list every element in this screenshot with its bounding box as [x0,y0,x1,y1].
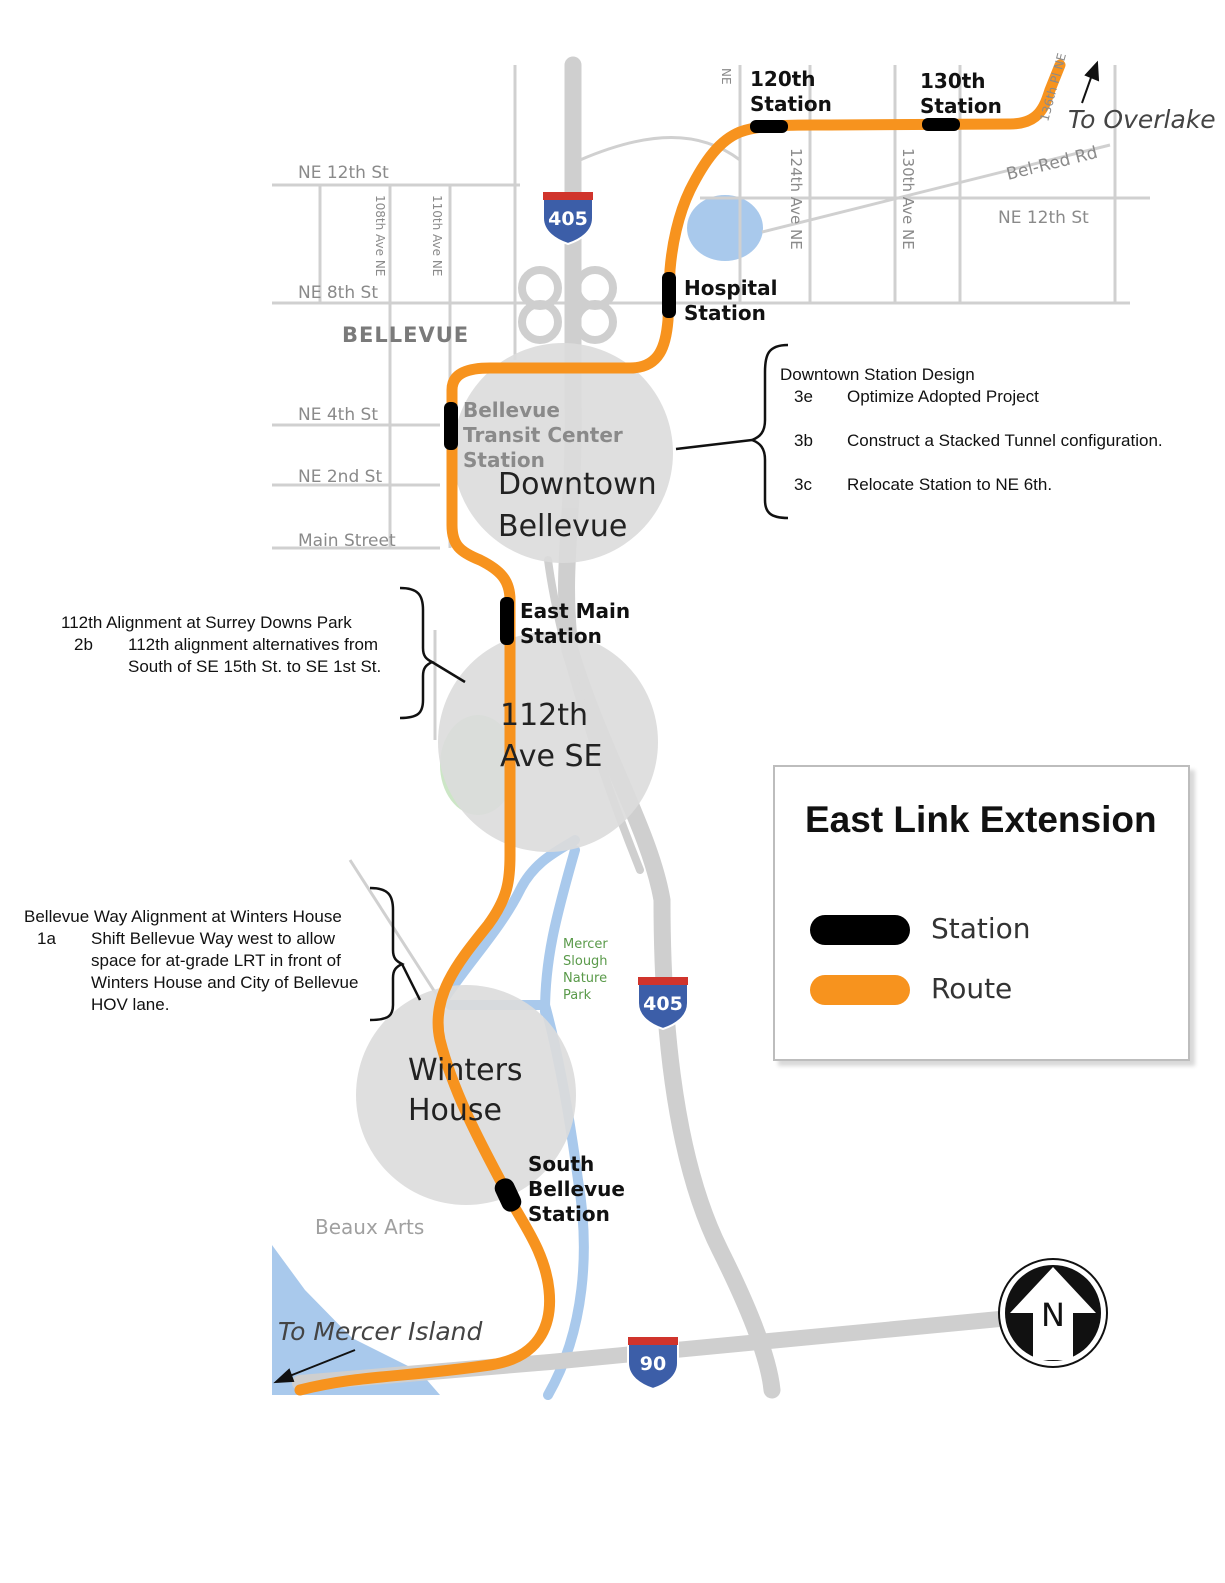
note-112th-body: 2b 112th alignment alternatives from Sou… [61,634,421,678]
label-ne8th: NE 8th St [298,283,378,303]
note-downtown-item: 3e Optimize Adopted Project [780,386,1210,408]
label-east-main-station-1: East Main [520,599,630,623]
note-text: Construct a Stacked Tunnel configuration… [847,431,1163,450]
label-136th-pl: 136th Pl NE [1037,52,1069,123]
label-108th-ave: 108th Ave NE [373,195,387,276]
label-btc-station-1: Bellevue [463,398,560,422]
label-winters-1: Winters [408,1053,523,1088]
legend-station-swatch [810,915,910,945]
label-to-overlake: To Overlake [1068,105,1216,134]
i405-shield-south: 405 [637,977,689,1031]
arrow-to-overlake [1081,60,1100,104]
note-code: 1a [37,929,56,948]
note-downtown-title: Downtown Station Design [780,365,975,384]
i405-interchange [518,266,617,344]
station-btc-marker [444,402,458,450]
note-line: South of SE 15th St. to SE 1st St. [128,657,382,676]
label-downtown-1: Downtown [498,467,657,502]
i90-label: 90 [640,1353,666,1375]
label-hospital-station-2: Station [684,301,766,325]
note-winters-title: Bellevue Way Alignment at Winters House [24,907,342,926]
label-east-main-station-2: Station [520,624,602,648]
north-label: N [1041,1296,1065,1334]
label-110th-ave: 110th Ave NE [430,195,444,276]
label-south-bellevue-station-2: Bellevue [528,1177,625,1201]
label-btc-station-3: Station [463,448,545,472]
note-text: Optimize Adopted Project [847,387,1039,406]
note-line: Shift Bellevue Way west to allow [91,929,336,948]
i405-label-south: 405 [643,993,683,1015]
note-code: 3b [794,431,813,450]
label-130th-station-1: 130th [920,69,986,93]
label-main-street: Main Street [298,531,396,551]
label-hospital-station-1: Hospital [684,276,777,300]
legend-title: East Link Extension [805,799,1157,840]
legend-station-label: Station [931,912,1031,945]
pond [687,195,763,261]
station-east-main-marker [500,597,514,645]
north-arrow-icon: N [998,1258,1108,1368]
label-downtown-2: Bellevue [498,509,627,544]
route-line [294,59,1066,1396]
label-south-bellevue-station-1: South [528,1152,594,1176]
label-mercer-slough-2: Slough [563,954,608,969]
i405-shield-north: 405 [542,192,594,246]
label-mercer-slough-1: Mercer [563,937,608,952]
note-code: 3e [794,387,813,406]
water-features [272,195,763,1400]
legend: East Link Extension Station Route [773,765,1190,1061]
label-130th-ave: 130th Ave NE [899,148,917,250]
label-ne12th-east: NE 12th St [998,208,1089,228]
label-120th-station-2: Station [750,92,832,116]
note-112th-title: 112th Alignment at Surrey Downs Park [61,613,352,632]
i90-shield: 90 [627,1337,679,1391]
legend-route-label: Route [931,972,1013,1005]
note-line: space for at-grade LRT in front of [91,951,341,970]
station-120th-marker [750,120,788,133]
label-ne2nd: NE 2nd St [298,467,382,487]
label-mercer-slough-3: Nature [563,971,607,986]
label-btc-station-2: Transit Center [463,423,623,447]
label-mercer-slough-4: Park [563,988,592,1003]
note-downtown-item: 3c Relocate Station to NE 6th. [780,474,1210,496]
label-winters-2: House [408,1093,502,1128]
i405-label-north: 405 [548,208,588,230]
label-beaux-arts: Beaux Arts [315,1215,424,1239]
label-south-bellevue-station-3: Station [528,1202,610,1226]
station-south-bellevue-marker [494,1178,522,1212]
note-line: HOV lane. [91,995,170,1014]
note-downtown: Downtown Station Design 3e Optimize Adop… [780,364,1210,496]
mercer-slough-channel [435,835,589,1400]
legend-route-swatch [810,975,910,1005]
note-text: Relocate Station to NE 6th. [847,475,1053,494]
annotation-brackets [369,343,789,1022]
note-line: Winters House and City of Bellevue [91,973,359,992]
note-code: 2b [74,635,93,654]
note-112th: 112th Alignment at Surrey Downs Park 2b … [61,612,421,678]
label-112th-2: Ave SE [500,739,603,774]
note-winters-body: 1a Shift Bellevue Way west to allow spac… [24,928,394,1016]
label-ne4th: NE 4th St [298,405,378,425]
label-112th-1: 112th [500,698,588,733]
note-line: 112th alignment alternatives from [128,635,379,654]
station-130th-marker [922,118,960,131]
arrow-to-mercer-island [273,1349,356,1384]
lake-mercer-water [272,1245,440,1395]
station-hospital-marker [662,272,676,318]
label-ne-top: NE [719,68,733,85]
label-124th-ave: 124th Ave NE [787,148,805,250]
note-code: 3c [794,475,812,494]
label-120th-station-1: 120th [750,67,816,91]
label-bellevue: BELLEVUE [342,323,469,347]
label-to-mercer-island: To Mercer Island [278,1317,483,1346]
label-ne12th-west: NE 12th St [298,163,389,183]
label-130th-station-2: Station [920,94,1002,118]
influence-areas [356,343,673,1205]
station-markers [444,118,960,1212]
label-belred-rd: Bel-Red Rd [1004,143,1099,185]
note-downtown-item: 3b Construct a Stacked Tunnel configurat… [780,430,1210,452]
note-winters: Bellevue Way Alignment at Winters House … [24,906,394,1016]
